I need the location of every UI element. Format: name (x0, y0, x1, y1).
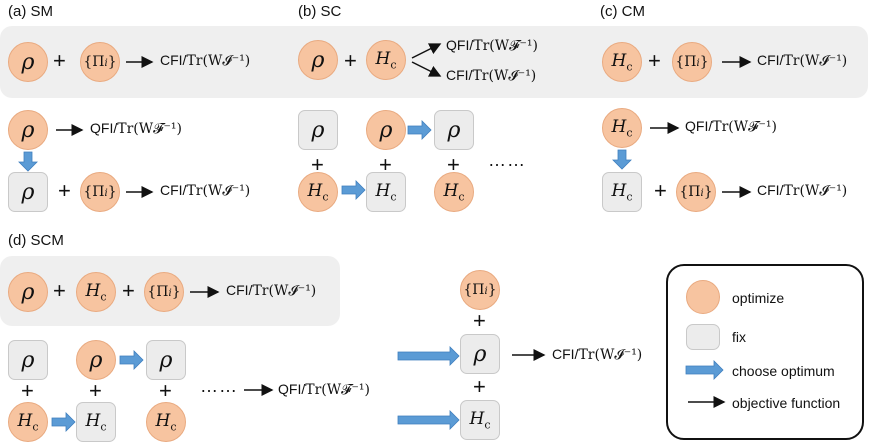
povm-optimize-node: {Πi} (80, 172, 120, 212)
legend-optimize-swatch (686, 280, 720, 314)
hc-optimize-node: Hc (602, 108, 642, 148)
choose-arrow (18, 151, 38, 172)
objective-cfi: CFI/Tr(W𝓘⁻¹) (160, 52, 251, 69)
objective-qfi: QFI/Tr(W𝓕⁻¹) (685, 118, 777, 135)
top-panel (0, 26, 868, 98)
hc-optimize-node: Hc (298, 172, 338, 212)
objective-cfi: CFI/Tr(W𝓘⁻¹) (160, 182, 251, 199)
objective-cfi: CFI/Tr(W𝓘⁻¹) (552, 346, 643, 363)
choose-arrow (397, 346, 460, 366)
hc-optimize-node: Hc (8, 402, 48, 442)
rho-optimize-node: ρ (8, 110, 48, 150)
hc-fix-node: Hc (460, 400, 500, 440)
legend-fix-swatch (686, 324, 720, 350)
choose-arrow (612, 149, 632, 170)
rho-fix-node: ρ (146, 340, 186, 380)
plus-sign: + (122, 278, 135, 303)
objective-cfi: CFI/Tr(W𝓘⁻¹) (757, 182, 848, 199)
plus-sign: + (159, 378, 172, 403)
plus-sign: + (654, 178, 667, 203)
ellipsis: …… (200, 376, 238, 396)
plus-sign: + (89, 378, 102, 403)
label-cm: (c) CM (600, 3, 645, 20)
plus-sign: + (53, 48, 66, 73)
plus-sign: + (379, 152, 392, 177)
plus-sign: + (344, 48, 357, 73)
hc-fix-node: Hc (602, 172, 642, 212)
objective-qfi: QFI/Tr(W𝓕⁻¹) (446, 37, 538, 54)
plus-sign: + (53, 278, 66, 303)
ellipsis: …… (488, 150, 526, 170)
hc-optimize-node: Hc (146, 402, 186, 442)
label-sm: (a) SM (8, 3, 53, 20)
rho-optimize-node: ρ (76, 340, 116, 380)
choose-arrow (397, 410, 460, 430)
legend-box: optimize fix choose optimum objective fu… (666, 264, 864, 440)
povm-optimize-node: {Πi} (80, 42, 120, 82)
hc-optimize-node: Hc (434, 172, 474, 212)
objective-cfi: CFI/Tr(W𝓘⁻¹) (446, 67, 537, 84)
hc-optimize-node: Hc (366, 40, 406, 80)
rho-optimize-node: ρ (298, 40, 338, 80)
hc-fix-node: Hc (76, 402, 116, 442)
rho-optimize-node: ρ (366, 110, 406, 150)
rho-fix-node: ρ (298, 110, 338, 150)
rho-fix-node: ρ (434, 110, 474, 150)
povm-optimize-node: {Πi} (676, 172, 716, 212)
plus-sign: + (648, 48, 661, 73)
objective-cfi: CFI/Tr(W𝓘⁻¹) (757, 52, 848, 69)
rho-fix-node: ρ (8, 340, 48, 380)
legend-fix-label: fix (732, 329, 746, 345)
label-scm: (d) SCM (8, 232, 64, 249)
choose-arrow (51, 412, 76, 432)
legend-optimize-label: optimize (732, 290, 785, 306)
plus-sign: + (311, 152, 324, 177)
hc-optimize-node: Hc (602, 42, 642, 82)
choose-arrow (407, 120, 432, 140)
rho-optimize-node: ρ (8, 42, 48, 82)
plus-sign: + (58, 178, 71, 203)
objective-cfi: CFI/Tr(W𝓘⁻¹) (226, 282, 317, 299)
choose-arrow (341, 180, 366, 200)
povm-optimize-node: {Πi} (144, 272, 184, 312)
legend-choose-label: choose optimum (732, 363, 835, 379)
choose-arrow (119, 350, 144, 370)
povm-optimize-node: {Πi} (672, 42, 712, 82)
legend-objective-label: objective function (732, 395, 841, 411)
hc-fix-node: Hc (366, 172, 406, 212)
plus-sign: + (473, 374, 486, 399)
hc-optimize-node: Hc (76, 272, 116, 312)
rho-optimize-node: ρ (8, 272, 48, 312)
rho-fix-node: ρ (460, 334, 500, 374)
plus-sign: + (473, 308, 486, 333)
objective-qfi: QFI/Tr(W𝓕⁻¹) (278, 381, 370, 398)
plus-sign: + (21, 378, 34, 403)
objective-qfi: QFI/Tr(W𝓕⁻¹) (90, 120, 182, 137)
label-sc: (b) SC (298, 3, 342, 20)
rho-fix-node: ρ (8, 172, 48, 212)
plus-sign: + (447, 152, 460, 177)
povm-optimize-node: {Πi} (460, 270, 500, 310)
